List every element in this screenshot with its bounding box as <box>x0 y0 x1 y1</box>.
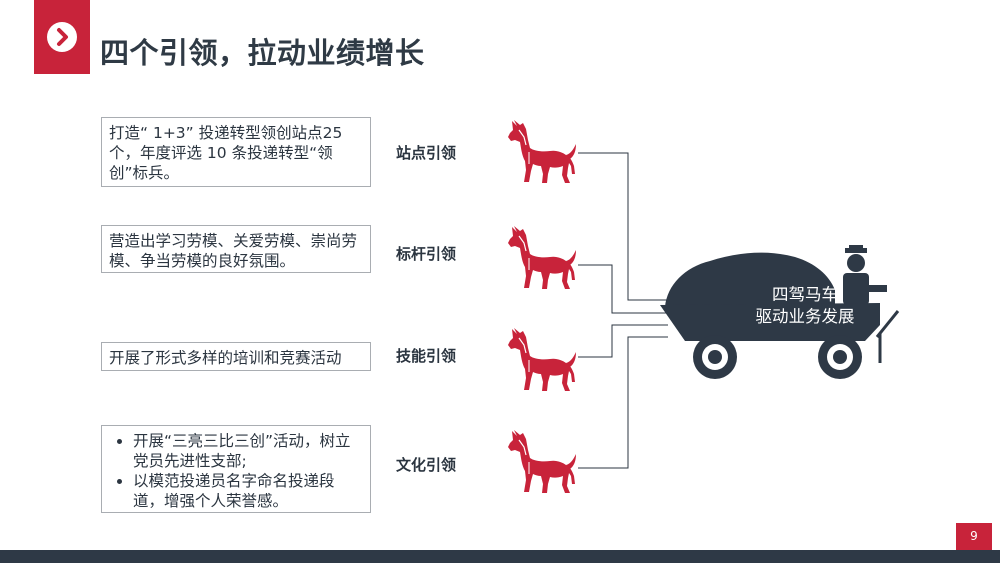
text-station: 打造“ 1+3” 投递转型领创站点25 个，年度评选 10 条投递转型“领创”标… <box>109 124 343 182</box>
chevron-glyph <box>57 28 68 46</box>
bullet-item: 开展“三亮三比三创”活动，树立党员先进性支部; <box>133 431 364 471</box>
text-box-benchmark: 营造出学习劳模、关爱劳模、崇尚劳模、争当劳模的良好氛围。 <box>101 225 371 273</box>
label-station: 站点引领 <box>396 144 457 162</box>
label-culture: 文化引领 <box>396 456 457 474</box>
text-skill: 开展了形式多样的培训和竞赛活动 <box>109 349 342 367</box>
chevron-right-icon <box>47 22 77 52</box>
title-accent-tab <box>34 0 90 74</box>
slide-title: 四个引领，拉动业绩增长 <box>100 36 425 70</box>
horse-icon <box>498 428 578 496</box>
cart-text-line1: 四驾马车 <box>772 285 838 304</box>
horse-icon <box>498 326 578 394</box>
cart-icon <box>660 245 900 379</box>
bullet-item: 以模范投递员名字命名投递段道，增强个人荣誉感。 <box>133 471 364 511</box>
label-skill: 技能引领 <box>396 347 457 365</box>
culture-bullet-list: 开展“三亮三比三创”活动，树立党员先进性支部; 以模范投递员名字命名投递段道，增… <box>109 431 364 511</box>
text-box-skill: 开展了形式多样的培训和竞赛活动 <box>101 342 371 371</box>
footer-bar <box>0 550 1000 563</box>
cart-text-line2: 驱动业务发展 <box>755 307 855 326</box>
page-number: 9 <box>956 523 992 550</box>
text-box-culture: 开展“三亮三比三创”活动，树立党员先进性支部; 以模范投递员名字命名投递段道，增… <box>101 425 371 513</box>
text-box-station: 打造“ 1+3” 投递转型领创站点25 个，年度评选 10 条投递转型“领创”标… <box>101 117 371 187</box>
text-benchmark: 营造出学习劳模、关爱劳模、崇尚劳模、争当劳模的良好氛围。 <box>109 232 358 270</box>
label-benchmark: 标杆引领 <box>396 245 457 263</box>
horse-icon <box>498 224 578 292</box>
horse-icon <box>498 118 578 186</box>
